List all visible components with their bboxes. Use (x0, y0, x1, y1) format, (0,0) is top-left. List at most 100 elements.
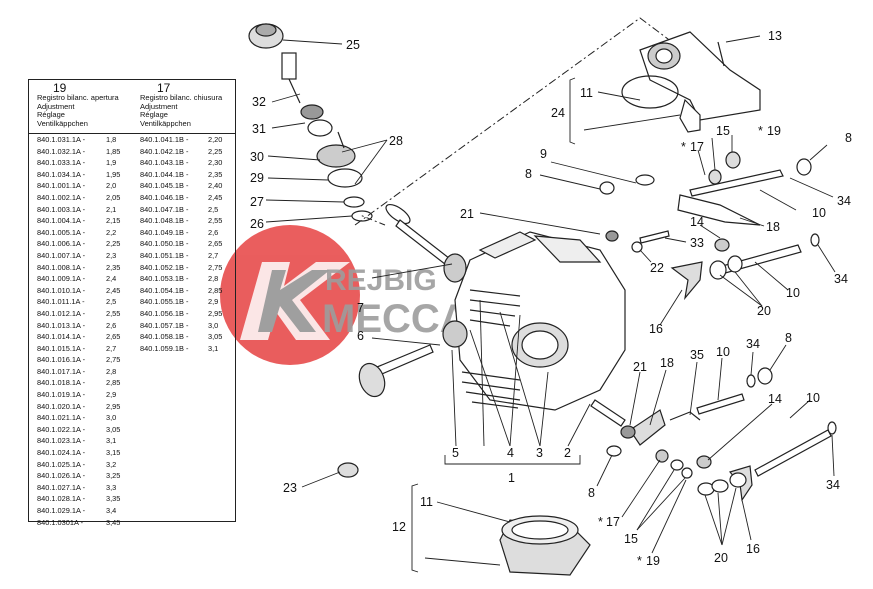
valve-6 (358, 344, 434, 398)
callout-8-a: 8 (525, 167, 532, 181)
row-code-open: 840.1.025.1A - (37, 459, 86, 469)
row-value-close: 2,55 (208, 216, 223, 226)
callout-17-bottom: 17 (606, 515, 620, 529)
row-code-close: 840.1.054.1B - (140, 285, 189, 295)
callout-16-bottom: 16 (746, 542, 760, 556)
callout-8-d: 8 (588, 486, 595, 500)
head-cover (621, 31, 761, 133)
spring-9 (635, 174, 655, 186)
row-code-close: 840.1.042.1B - (140, 146, 189, 156)
row-value-close: 2,95 (208, 308, 223, 318)
row-code-open: 840.1.0301A - (37, 517, 84, 527)
rocker-18-top (677, 194, 761, 226)
row-value-open: 2,4 (106, 274, 117, 284)
shaft-10-mid (714, 244, 802, 276)
row-code-open: 840.1.022.1A - (37, 424, 86, 434)
callout-21-top: 21 (460, 207, 474, 221)
callout-20-top: 20 (757, 304, 771, 318)
callout-25: 25 (346, 38, 360, 52)
row-code-open: 840.1.026.1A - (37, 471, 86, 481)
row-value-close: 3,05 (208, 332, 223, 342)
row-code-open: 840.1.013.1A - (37, 320, 86, 330)
table-row: 840.1.027.1A -3,3 (29, 483, 235, 495)
table-header: 19 Registro bilanc. apertura Adjustment … (29, 80, 235, 134)
sensor-32 (281, 52, 297, 80)
callout-21-bottom: 21 (633, 360, 647, 374)
row-value-open: 2,75 (106, 355, 121, 365)
callout-12: 12 (392, 520, 406, 534)
row-code-open: 840.1.016.1A - (37, 355, 86, 365)
row-code-open: 840.1.001.1A - (37, 181, 86, 191)
row-value-open: 3,05 (106, 424, 121, 434)
row-value-open: 2,35 (106, 262, 121, 272)
row-code-open: 840.1.018.1A - (37, 378, 86, 388)
callout-23: 23 (283, 481, 297, 495)
callout-28: 28 (389, 134, 403, 148)
row-value-open: 2,9 (106, 390, 117, 400)
rocker-assembly-top (599, 151, 820, 301)
callout-31: 31 (252, 122, 266, 136)
screw-33 (639, 230, 670, 244)
row-value-close: 2,30 (208, 158, 223, 168)
row-code-close: 840.1.052.1B - (140, 262, 189, 272)
callout-10-a: 10 (812, 206, 826, 220)
retainer-31 (300, 104, 324, 120)
row-value-close: 2,35 (208, 169, 223, 179)
row-code-close: 840.1.057.1B - (140, 320, 189, 330)
rocker-assembly-bottom (590, 367, 837, 502)
callout-star-19-top: * (758, 124, 763, 138)
callout-10-b: 10 (786, 286, 800, 300)
row-code-open: 840.1.020.1A - (37, 401, 86, 411)
table-row: 840.1.022.1A - 3,05 (29, 425, 235, 437)
col1-description: Registro bilanc. apertura Adjustment Rég… (37, 93, 119, 128)
row-code-close: 840.1.059.1B - (140, 343, 189, 353)
o-ring-11 (621, 75, 679, 109)
row-code-open: 840.1.014.1A - (37, 332, 86, 342)
row-value-open: 2,3 (106, 250, 117, 260)
row-value-close: 3,1 (208, 343, 219, 353)
seal-22-top (443, 253, 467, 283)
valve-shim-table: 19 Registro bilanc. apertura Adjustment … (28, 79, 236, 527)
row-code-open: 840.1.032.1A - (37, 146, 86, 156)
shaft-10-right (754, 429, 832, 477)
valve-spring-stack (248, 23, 373, 222)
row-code-open: 840.1.033.1A - (37, 158, 86, 168)
row-value-close: 2,8 (208, 274, 219, 284)
row-value-open: 2,6 (106, 320, 117, 330)
row-code-close: 840.1.041.1B - (140, 135, 189, 144)
row-value-open: 2,95 (106, 401, 121, 411)
col1-part-number: 19 (53, 81, 67, 95)
spring-29 (327, 168, 363, 188)
row-value-close: 2,7 (208, 250, 219, 260)
bolt-13 (717, 41, 725, 67)
row-code-open: 840.1.019.1A - (37, 390, 86, 400)
callout-13: 13 (768, 29, 782, 43)
table-row: 840.1.025.1A -3,2 (29, 460, 235, 472)
shim-21-bottom (620, 425, 636, 439)
row-code-close: 840.1.056.1B - (140, 308, 189, 318)
row-value-open: 3,0 (106, 413, 117, 423)
row-code-open: 840.1.010.1A - (37, 285, 86, 295)
row-value-open: 2,7 (106, 343, 117, 353)
callout-10-d: 10 (806, 391, 820, 405)
row-code-open: 840.1.021.1A - (37, 413, 86, 423)
row-value-close: 2,6 (208, 227, 219, 237)
row-value-open: 3,35 (106, 494, 121, 504)
row-value-close: 2,75 (208, 262, 223, 272)
callout-34-a: 34 (837, 194, 851, 208)
row-code-open: 840.1.028.1A - (37, 494, 86, 504)
row-value-open: 1,95 (106, 169, 121, 179)
row-value-close: 2,40 (208, 181, 223, 191)
callout-35: 35 (690, 348, 704, 362)
watermark-text-line1: REJBIG (325, 264, 437, 297)
row-value-open: 2,5 (106, 297, 117, 307)
row-value-open: 3,25 (106, 471, 121, 481)
washer-27 (343, 196, 365, 208)
row-value-close: 2,25 (208, 146, 223, 156)
row-code-open: 840.1.002.1A - (37, 192, 86, 202)
table-row: 840.1.019.1A - 2,9 (29, 390, 235, 402)
